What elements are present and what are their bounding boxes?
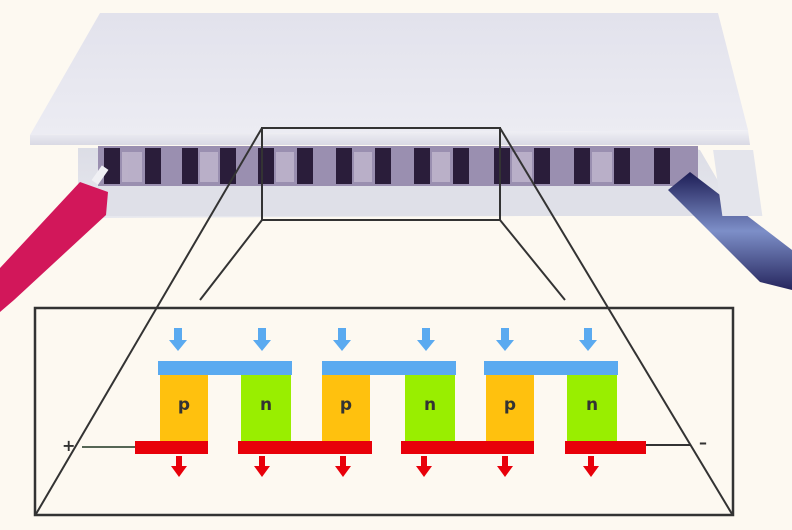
- n-type-legs: [241, 375, 617, 441]
- cold-arrow-icon: [579, 328, 597, 351]
- peltier-module-photo: [0, 13, 792, 312]
- hot-arrow-icon: [497, 456, 513, 477]
- hot-side-connectors: [135, 441, 646, 454]
- hot-arrow-icon: [254, 456, 270, 477]
- magnification-callout: [33, 127, 735, 517]
- semiconductor-legs: [104, 148, 670, 184]
- heat-absorbed-arrows: [169, 328, 597, 351]
- schematic-frame: [33, 306, 735, 517]
- top-plate-edge: [30, 130, 750, 145]
- p-type-legs: [160, 375, 534, 441]
- leg-label-p: p: [177, 395, 191, 415]
- cold-side-connectors: [158, 361, 618, 375]
- negative-terminal-label: –: [699, 433, 707, 452]
- leg-label-n: n: [423, 395, 437, 415]
- hot-arrow-icon: [335, 456, 351, 477]
- zoom-region-box: [261, 127, 501, 221]
- leg-label-n: n: [585, 395, 599, 415]
- cold-arrow-icon: [169, 328, 187, 351]
- leg-label-p: p: [339, 395, 353, 415]
- hot-arrow-icon: [416, 456, 432, 477]
- thermoelectric-schematic: [82, 328, 690, 477]
- cold-arrow-icon: [417, 328, 435, 351]
- negative-lead-wire: [668, 150, 792, 290]
- cold-arrow-icon: [333, 328, 351, 351]
- positive-lead-wire: [0, 165, 109, 312]
- cold-arrow-icon: [496, 328, 514, 351]
- hot-arrow-icon: [171, 456, 187, 477]
- cold-arrow-icon: [253, 328, 271, 351]
- leg-label-n: n: [259, 395, 273, 415]
- positive-terminal-label: +: [62, 436, 76, 455]
- heat-released-arrows: [171, 456, 599, 477]
- hot-arrow-icon: [583, 456, 599, 477]
- top-ceramic-plate: [30, 13, 748, 135]
- leg-label-p: p: [503, 395, 517, 415]
